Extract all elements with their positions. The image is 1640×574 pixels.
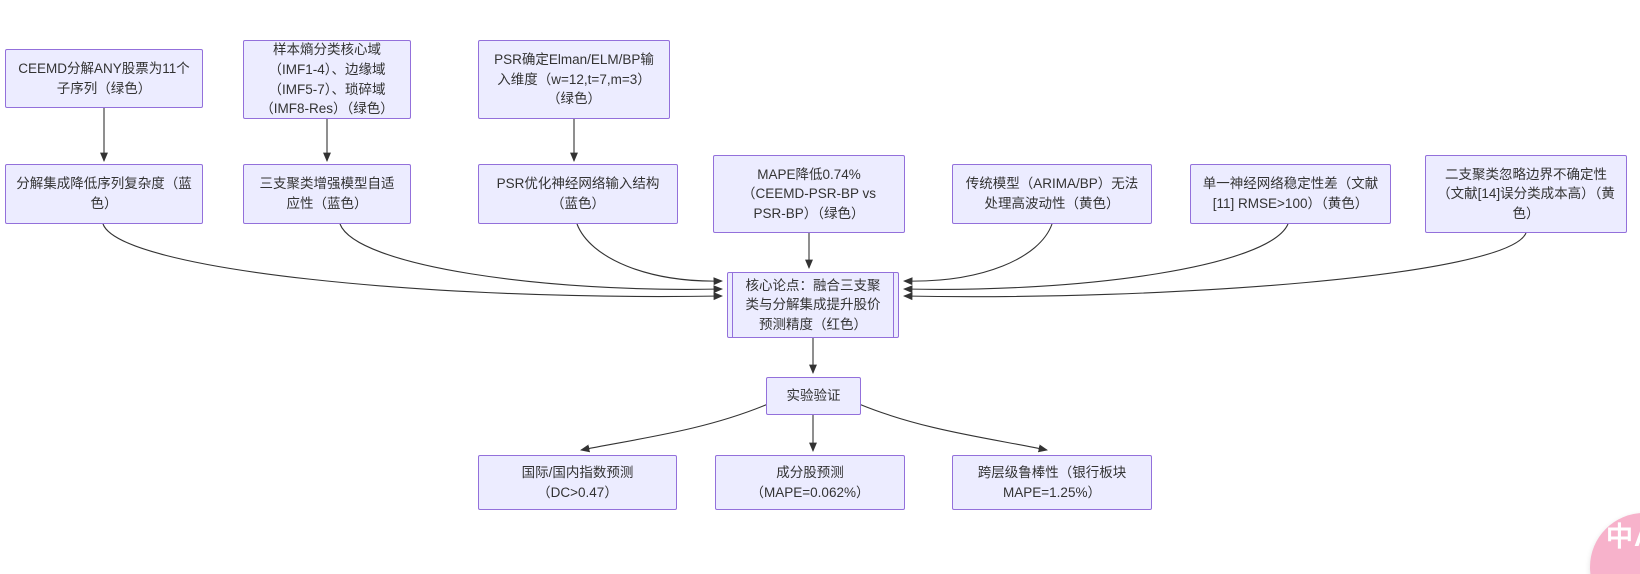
node-ceemd: CEEMD分解ANY股票为11个子序列（绿色） — [5, 49, 203, 108]
node-traditional-label: 传统模型（ARIMA/BP）无法处理高波动性（黄色） — [965, 176, 1139, 211]
node-experiment-label: 实验验证 — [786, 388, 841, 404]
translate-button[interactable]: 中A — [1590, 513, 1640, 574]
node-core-thesis: 核心论点：融合三支聚类与分解集成提升股价预测精度（红色） — [727, 272, 899, 338]
node-psr-dim-label: PSR确定Elman/ELM/BP输入维度（w=12,t=7,m=3）（绿色） — [494, 52, 654, 107]
node-psr-opt-label: PSR优化神经网络输入结构（蓝色） — [496, 176, 660, 211]
edge-singlenn-core — [903, 223, 1289, 294]
translate-icon: 中A — [1606, 522, 1640, 552]
node-single-nn-label: 单一神经网络稳定性差（文献[11] RMSE>100）（黄色） — [1202, 176, 1379, 211]
node-traditional: 传统模型（ARIMA/BP）无法处理高波动性（黄色） — [952, 164, 1152, 224]
node-entropy: 样本熵分类核心域（IMF1-4）、边缘域（IMF5-7）、琐碎域（IMF8-Re… — [243, 40, 411, 119]
node-experiment: 实验验证 — [766, 377, 861, 415]
node-single-nn: 单一神经网络稳定性差（文献[11] RMSE>100）（黄色） — [1190, 164, 1391, 224]
edge-experiment-robust — [858, 403, 1048, 453]
node-psr-opt: PSR优化神经网络输入结构（蓝色） — [478, 164, 678, 224]
node-two-way-label: 二支聚类忽略边界不确定性（文献[14]误分类成本高）（黄色） — [1437, 166, 1615, 221]
node-index-pred-label: 国际/国内指数预测（DC>0.47） — [521, 464, 634, 500]
node-decomp-label: 分解集成降低序列复杂度（蓝色） — [16, 176, 192, 211]
node-mape: MAPE降低0.74%（CEEMD-PSR-BP vs PSR-BP）（绿色） — [713, 155, 905, 233]
node-three-way: 三支聚类增强模型自适应性（蓝色） — [243, 164, 411, 224]
node-entropy-label: 样本熵分类核心域（IMF1-4）、边缘域（IMF5-7）、琐碎域（IMF8-Re… — [260, 42, 394, 117]
node-index-pred: 国际/国内指数预测（DC>0.47） — [478, 455, 677, 510]
node-decomp: 分解集成降低序列复杂度（蓝色） — [5, 164, 203, 224]
node-two-way: 二支聚类忽略边界不确定性（文献[14]误分类成本高）（黄色） — [1425, 155, 1627, 233]
node-ceemd-label: CEEMD分解ANY股票为11个子序列（绿色） — [18, 60, 190, 96]
node-robustness-label: 跨层级鲁棒性（银行板块MAPE=1.25%） — [977, 464, 1127, 500]
node-robustness: 跨层级鲁棒性（银行板块MAPE=1.25%） — [952, 455, 1152, 510]
node-component-pred-label: 成分股预测（MAPE=0.062%） — [750, 464, 870, 500]
edge-traditional-core — [903, 223, 1053, 286]
edge-decomp-core — [102, 223, 723, 301]
node-core-thesis-label: 核心论点：融合三支聚类与分解集成提升股价预测精度（红色） — [745, 277, 881, 332]
node-three-way-label: 三支聚类增强模型自适应性（蓝色） — [259, 176, 395, 211]
edge-twoway-core — [903, 232, 1527, 301]
edge-psropt-core — [576, 223, 723, 286]
node-component-pred: 成分股预测（MAPE=0.062%） — [715, 455, 905, 510]
edge-threeway-core — [339, 223, 723, 294]
node-mape-label: MAPE降低0.74%（CEEMD-PSR-BP vs PSR-BP）（绿色） — [741, 166, 877, 221]
node-psr-dim: PSR确定Elman/ELM/BP输入维度（w=12,t=7,m=3）（绿色） — [478, 40, 670, 119]
edge-experiment-index — [580, 403, 769, 453]
